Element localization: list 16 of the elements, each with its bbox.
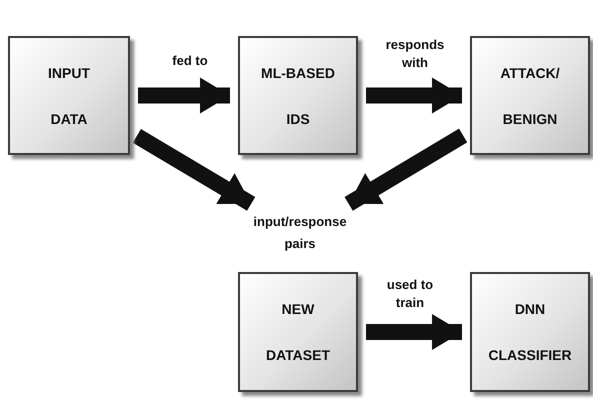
box-label: ATTACK/ BENIGN <box>500 64 560 128</box>
process-box <box>470 36 590 155</box>
box-label: NEW DATASET <box>266 300 330 365</box>
box-label: DNN CLASSIFIER <box>488 300 572 365</box>
box-label: INPUT DATA <box>48 64 90 128</box>
arrow <box>132 129 256 211</box>
flow-text: input/response pairs <box>252 213 348 253</box>
process-box <box>470 272 590 392</box>
arrow <box>366 314 462 350</box>
process-box <box>8 36 130 155</box>
process-box <box>238 272 358 392</box>
arrow <box>344 128 468 211</box>
arrow <box>366 78 462 114</box>
process-box <box>238 36 358 155</box>
box-label: ML-BASED IDS <box>261 64 335 128</box>
arrow <box>138 78 230 114</box>
